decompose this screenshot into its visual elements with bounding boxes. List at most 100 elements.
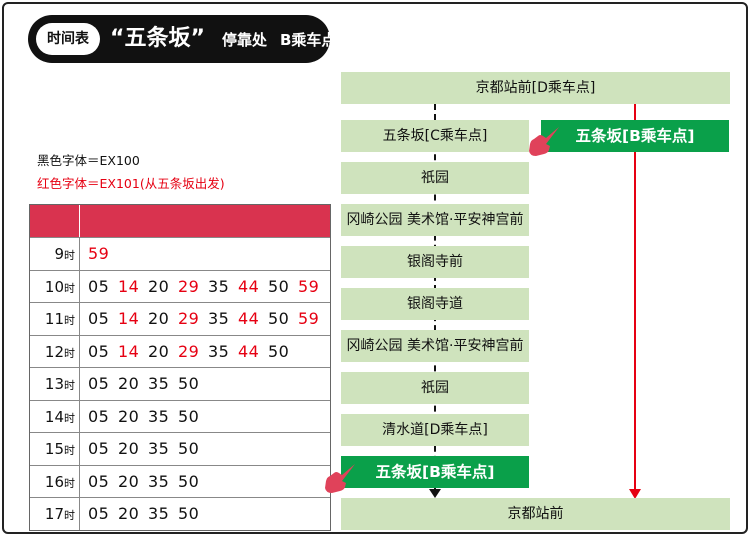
departure-minute-ex100: 05 — [88, 276, 110, 296]
minutes-cell: 05 20 35 50 — [80, 498, 330, 530]
hour-value: 13 — [44, 375, 64, 393]
route-stop: 五条坂[C乘车点] — [341, 120, 529, 152]
departure-minute-ex100: 20 — [148, 276, 170, 296]
route-stop: 清水道[D乘车点] — [341, 414, 529, 446]
hour-suffix: 时 — [64, 411, 75, 425]
ex101-route-line — [634, 104, 636, 490]
legend-red-text: 红色字体＝EX101(从五条坂出发) — [37, 176, 225, 191]
hour-suffix: 时 — [64, 281, 75, 295]
hour-value: 15 — [44, 440, 64, 458]
departure-minute-ex100: 05 — [88, 309, 110, 328]
hour-cell: 13时 — [30, 368, 80, 400]
hour-suffix: 时 — [64, 314, 75, 327]
departure-minute-ex101: 29 — [178, 276, 200, 296]
departure-minute-ex100: 20 — [118, 504, 140, 523]
timetable-row: 17时 05 20 35 50 — [30, 497, 330, 530]
hour-value: 9 — [54, 245, 64, 263]
hour-suffix: 时 — [64, 444, 75, 457]
departure-minute-ex100: 20 — [148, 309, 170, 328]
departure-minute-ex100: 05 — [88, 406, 110, 426]
departure-minute-ex100: 05 — [88, 439, 110, 458]
timetable-header — [30, 205, 330, 237]
hour-value: 17 — [44, 505, 64, 523]
route-stop: 祇园 — [341, 162, 529, 194]
departure-minute-ex100: 05 — [88, 504, 110, 523]
route-stop: 冈崎公园 美术馆·平安神宫前 — [341, 204, 529, 236]
departure-minute-ex100: 20 — [118, 439, 140, 458]
minutes-cell: 05 20 35 50 — [80, 466, 330, 498]
ex100-arrow-head — [429, 489, 441, 498]
hour-value: 14 — [44, 407, 64, 426]
departure-minute-ex100: 05 — [88, 471, 110, 491]
departure-minute-ex100: 35 — [148, 439, 170, 458]
route-stop: 冈崎公园 美术馆·平安神宫前 — [341, 330, 529, 362]
hour-suffix: 时 — [64, 379, 75, 392]
timetable-header-hour-cell — [30, 205, 80, 237]
hour-value: 12 — [44, 342, 64, 361]
departure-minute-ex101: 44 — [238, 309, 260, 328]
departure-minute-ex100: 35 — [148, 374, 170, 393]
hour-cell: 14时 — [30, 400, 80, 432]
route-stop-gojozaka-b-start: 五条坂[B乘车点] — [541, 120, 729, 152]
hour-suffix: 时 — [64, 509, 75, 522]
hour-value: 11 — [44, 310, 64, 328]
hour-suffix: 时 — [64, 476, 75, 490]
departure-minute-ex100: 50 — [178, 504, 200, 523]
stop-name: “五条坂” — [110, 26, 205, 51]
minutes-cell: 59 — [80, 238, 330, 270]
hour-suffix: 时 — [64, 346, 75, 360]
stop-kind-label: 停靠处 — [222, 31, 268, 49]
departure-minute-ex101: 59 — [88, 244, 110, 263]
departure-minute-ex101: 14 — [118, 309, 140, 328]
departure-minute-ex100: 20 — [118, 406, 140, 426]
hour-cell: 16时 — [30, 465, 80, 497]
departure-minute-ex100: 35 — [148, 504, 170, 523]
departure-minute-ex100: 35 — [208, 276, 230, 296]
header-pill: 时间表 “五条坂” 停靠处 B乘车点 — [28, 15, 336, 63]
departure-minute-ex100: 20 — [118, 374, 140, 393]
route-stop-kyoto-station: 京都站前 — [341, 498, 730, 530]
departure-minute-ex101: 44 — [238, 276, 260, 296]
departure-minute-ex100: 35 — [148, 406, 170, 426]
route-stop: 银阁寺前 — [341, 246, 529, 278]
route-stop-kyoto-station-d: 京都站前[D乘车点] — [341, 72, 730, 104]
departure-minute-ex100: 50 — [178, 471, 200, 491]
departure-minute-ex101: 59 — [298, 276, 320, 296]
route-stop-gojozaka-b-end: 五条坂[B乘车点] — [341, 456, 529, 488]
departure-minute-ex100: 20 — [148, 341, 170, 361]
departure-minute-ex101: 29 — [178, 341, 200, 361]
departure-minute-ex100: 50 — [268, 309, 290, 328]
departure-minute-ex100: 20 — [118, 471, 140, 491]
departure-minute-ex101: 29 — [178, 309, 200, 328]
hour-cell: 17时 — [30, 498, 80, 530]
route-stop: 祇园 — [341, 372, 529, 404]
hour-cell: 9时 — [30, 238, 80, 270]
hour-cell: 11时 — [30, 303, 80, 335]
departure-minute-ex100: 35 — [148, 471, 170, 491]
route-stop: 银阁寺道 — [341, 288, 529, 320]
ex101-arrow-head — [629, 489, 641, 499]
departure-minute-ex100: 50 — [178, 374, 200, 393]
departure-minute-ex101: 14 — [118, 341, 140, 361]
hour-value: 16 — [44, 472, 64, 491]
hour-suffix: 时 — [64, 249, 75, 262]
hour-cell: 15时 — [30, 433, 80, 465]
timetable-row: 9时 59 — [30, 237, 330, 270]
departure-minute-ex100: 50 — [178, 439, 200, 458]
departure-minute-ex100: 35 — [208, 341, 230, 361]
hour-cell: 10时 — [30, 270, 80, 302]
departure-minute-ex100: 50 — [268, 341, 290, 361]
timetable-row: 16时 05 20 35 50 — [30, 464, 330, 498]
minutes-cell: 05 20 35 50 — [80, 433, 330, 465]
